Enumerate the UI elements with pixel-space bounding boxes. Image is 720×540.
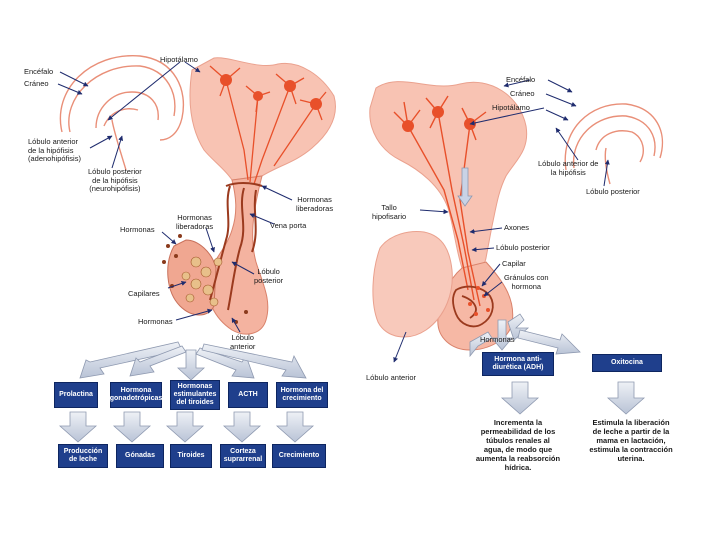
box-oxitocina: Oxitocina [592,354,662,372]
left-fan-arrows [79,341,307,381]
box-hormonas-estimulantes-tiroides: Hormonas estimulantes del tiroides [170,380,220,410]
right-label-encefalo: Encéfalo [506,75,536,84]
right-label-tallo: Tallo hipofisario [372,203,407,221]
box-crecimiento: Crecimiento [272,444,326,468]
right-leader-lines [393,79,610,363]
right-label-craneo: Cráneo [510,89,535,98]
left-head-outline [59,55,184,171]
left-label-lobulo-anterior: Lóbulo anterior de la hipófisis (adenohi… [28,137,81,163]
box-acth: ACTH [228,382,268,408]
left-portal-vessels [209,182,263,311]
left-leader-lines [57,61,293,333]
desc-oxitocina: Estimula la liberación de leche a partir… [589,418,673,463]
left-hypothalamus-tissue [167,57,336,335]
left-label-lobulo-anterior-2: Lóbulo anterior [230,333,256,351]
left-anterior-granules [181,256,223,307]
box-hormona-crecimiento: Hormona del crecimiento [276,382,328,408]
right-label-capilar: Capilar [502,259,526,268]
left-label-lobulo-posterior: Lóbulo posterior de la hipófisis (neuroh… [88,167,142,193]
box-produccion-leche: Producción de leche [58,444,108,468]
right-label-lobulo-posterior: Lóbulo posterior [586,187,640,196]
left-label-hormonas-liberadoras: Hormonas liberadoras [296,195,334,213]
left-label-hipotalamo: Hipotálamo [160,55,198,64]
left-label-encefalo: Encéfalo [24,67,54,76]
right-label-axones: Axones [504,223,530,232]
right-neuron-bodies [402,106,476,132]
left-label-hormonas-2: Hormonas [138,317,173,326]
left-label-capilares: Capilares [128,289,160,298]
right-label-hormonas: Hormonas [480,335,515,344]
box-hormona-gonadotropicas: Hormona gonadotrópicas [110,382,162,408]
left-label-hormonas-liberadoras-2: Hormonas liberadoras [176,213,214,231]
left-label-lobulo-posterior-2: Lóbulo posterior [254,267,284,285]
box-gonadas: Gónadas [116,444,164,468]
right-down-arrows [500,381,646,415]
box-corteza-suprarrenal: Corteza suprarrenal [220,444,266,468]
right-downstream-arrow [457,167,473,207]
left-label-craneo: Cráneo [24,79,49,88]
right-head-outline [564,103,664,185]
left-label-hormonas-1: Hormonas [120,225,155,234]
right-label-lobulo-anterior: Lóbulo anterior de la hipófisis [538,159,599,177]
right-label-hipotalamo: Hipotálamo [492,103,530,112]
right-label-granulos: Gránulos con hormona [504,273,549,291]
box-prolactina: Prolactina [54,382,98,408]
left-neuron-bodies [220,74,322,110]
right-capillary [452,285,494,328]
right-fan-arrows [469,313,581,358]
left-label-vena-porta: Vena porta [270,221,307,230]
right-label-lobulo-posterior-2: Lóbulo posterior [496,243,550,252]
left-down-arrows [58,411,315,443]
box-tiroides: Tiroides [170,444,212,468]
box-hormona-antidiuretica: Hormona anti- diurética (ADH) [482,352,554,376]
right-label-lobulo-anterior-2: Lóbulo anterior [366,373,417,382]
desc-adh: Incrementa la permeabilidad de los túbul… [475,418,561,472]
